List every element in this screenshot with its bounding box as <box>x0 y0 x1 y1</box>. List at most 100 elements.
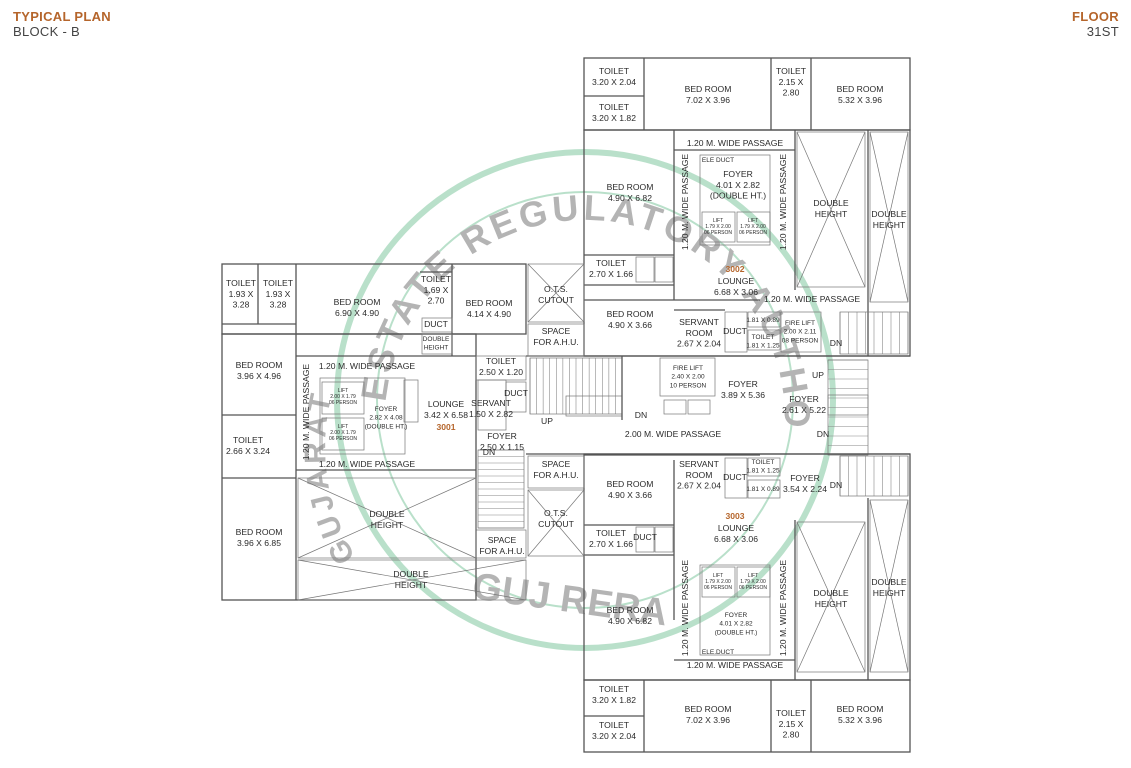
label-line: HEIGHT <box>371 520 404 530</box>
lift-box <box>736 211 771 243</box>
label-up-r: UP <box>812 370 824 380</box>
label-vpass-3003b: 1.20 M. WIDE PASSAGE <box>778 560 788 657</box>
lift-box <box>701 211 736 243</box>
label-line: TOILET <box>752 334 775 341</box>
wall <box>687 399 711 415</box>
label-line: 4.14 X 4.90 <box>467 309 511 319</box>
wall-line <box>527 489 585 557</box>
label-line: DOUBLE <box>871 577 907 587</box>
label-line: 3.42 X 6.58 <box>424 410 468 420</box>
label-line: FOYER <box>789 394 819 404</box>
label-line: 3.28 <box>233 300 250 310</box>
label-line: TOILET <box>263 278 294 288</box>
lift-label-line: 1.79 X 2.00 <box>740 579 766 585</box>
label-line: 4.01 X 2.82 <box>719 621 753 628</box>
label-unit-3002: 3002 <box>725 264 744 274</box>
lift-label-line: LIFT <box>748 573 758 579</box>
label-line: SPACE <box>542 459 571 469</box>
label-line: TOILET <box>599 684 630 694</box>
lift-label-line: 1.79 X 2.00 <box>705 224 731 230</box>
lift-label-line: 06 PERSON <box>739 585 767 591</box>
wall-line <box>297 477 477 559</box>
label-line: SERVANT <box>679 459 720 469</box>
double-height-box <box>297 477 477 559</box>
lift-label-line: 1.79 X 2.00 <box>740 224 766 230</box>
label-line: (DOUBLE HT.) <box>715 629 758 636</box>
label-line: FOYER <box>790 473 820 483</box>
label-line: 7.02 X 3.96 <box>686 95 730 105</box>
label-line: ELE DUCT <box>702 157 734 164</box>
lift-label-line: 06 PERSON <box>704 230 732 236</box>
label-line: 6.90 X 4.90 <box>335 308 379 318</box>
duct-box <box>635 526 655 553</box>
wall <box>747 329 781 351</box>
label-line: 1.20 M. WIDE PASSAGE <box>778 154 788 251</box>
label-line: CUTOUT <box>538 295 574 305</box>
label-up-l: UP <box>541 416 553 426</box>
label-line: (DOUBLE HT.) <box>710 191 766 201</box>
label-line: 1.20 M. WIDE PASSAGE <box>687 138 784 148</box>
foyer-box <box>699 564 771 656</box>
label-duct-3003: DUCT <box>723 472 748 482</box>
label-line: DOUBLE <box>871 209 907 219</box>
label-line: BED ROOM <box>607 605 654 615</box>
lift-label-line: 2.00 X 1.79 <box>330 430 356 436</box>
label-line: ELE.DUCT <box>702 649 734 656</box>
label-line: DN <box>830 338 842 348</box>
lift-label-line: LIFT <box>338 424 348 430</box>
duct-box <box>635 256 655 283</box>
label-line: 2.00 M. WIDE PASSAGE <box>625 429 722 439</box>
lift-label-line: 06 PERSON <box>739 230 767 236</box>
label-line: 6.68 X 3.06 <box>714 534 758 544</box>
label-line: DOUBLE <box>813 588 849 598</box>
label-line: BED ROOM <box>607 182 654 192</box>
ahu-space <box>527 323 585 357</box>
label-line: 08 PERSON <box>782 337 819 344</box>
label-line: 2.50 X 1.15 <box>480 442 524 452</box>
label-line: DUCT <box>504 388 529 398</box>
label-line: SERVANT <box>679 317 720 327</box>
label-line: 3002 <box>725 264 744 274</box>
label-line: DUCT <box>723 326 748 336</box>
label-line: TOILET <box>226 278 257 288</box>
label-line: BED ROOM <box>607 479 654 489</box>
label-line: 2.67 X 2.04 <box>677 339 721 349</box>
label-line: FIRE LIFT <box>785 320 815 327</box>
plan-header-right: FLOOR 31ST <box>1072 9 1119 39</box>
label-line: TOILET <box>596 528 627 538</box>
label-vpass-3001: 1.20 M. WIDE PASSAGE <box>301 364 311 461</box>
label-line: HEIGHT <box>815 209 848 219</box>
label-unit-3001: 3001 <box>436 422 455 432</box>
duct-box <box>724 311 748 353</box>
label-line: TOILET <box>233 435 264 445</box>
lift-label-line: LIFT <box>338 388 348 394</box>
label-line: 1.20 M. WIDE PASSAGE <box>764 294 861 304</box>
label-line: FOYER <box>725 612 748 619</box>
duct-box <box>505 381 527 413</box>
label-line: 7.02 X 3.96 <box>686 715 730 725</box>
stair-flight <box>477 449 525 529</box>
label-line: FOR A.H.U. <box>533 470 578 480</box>
